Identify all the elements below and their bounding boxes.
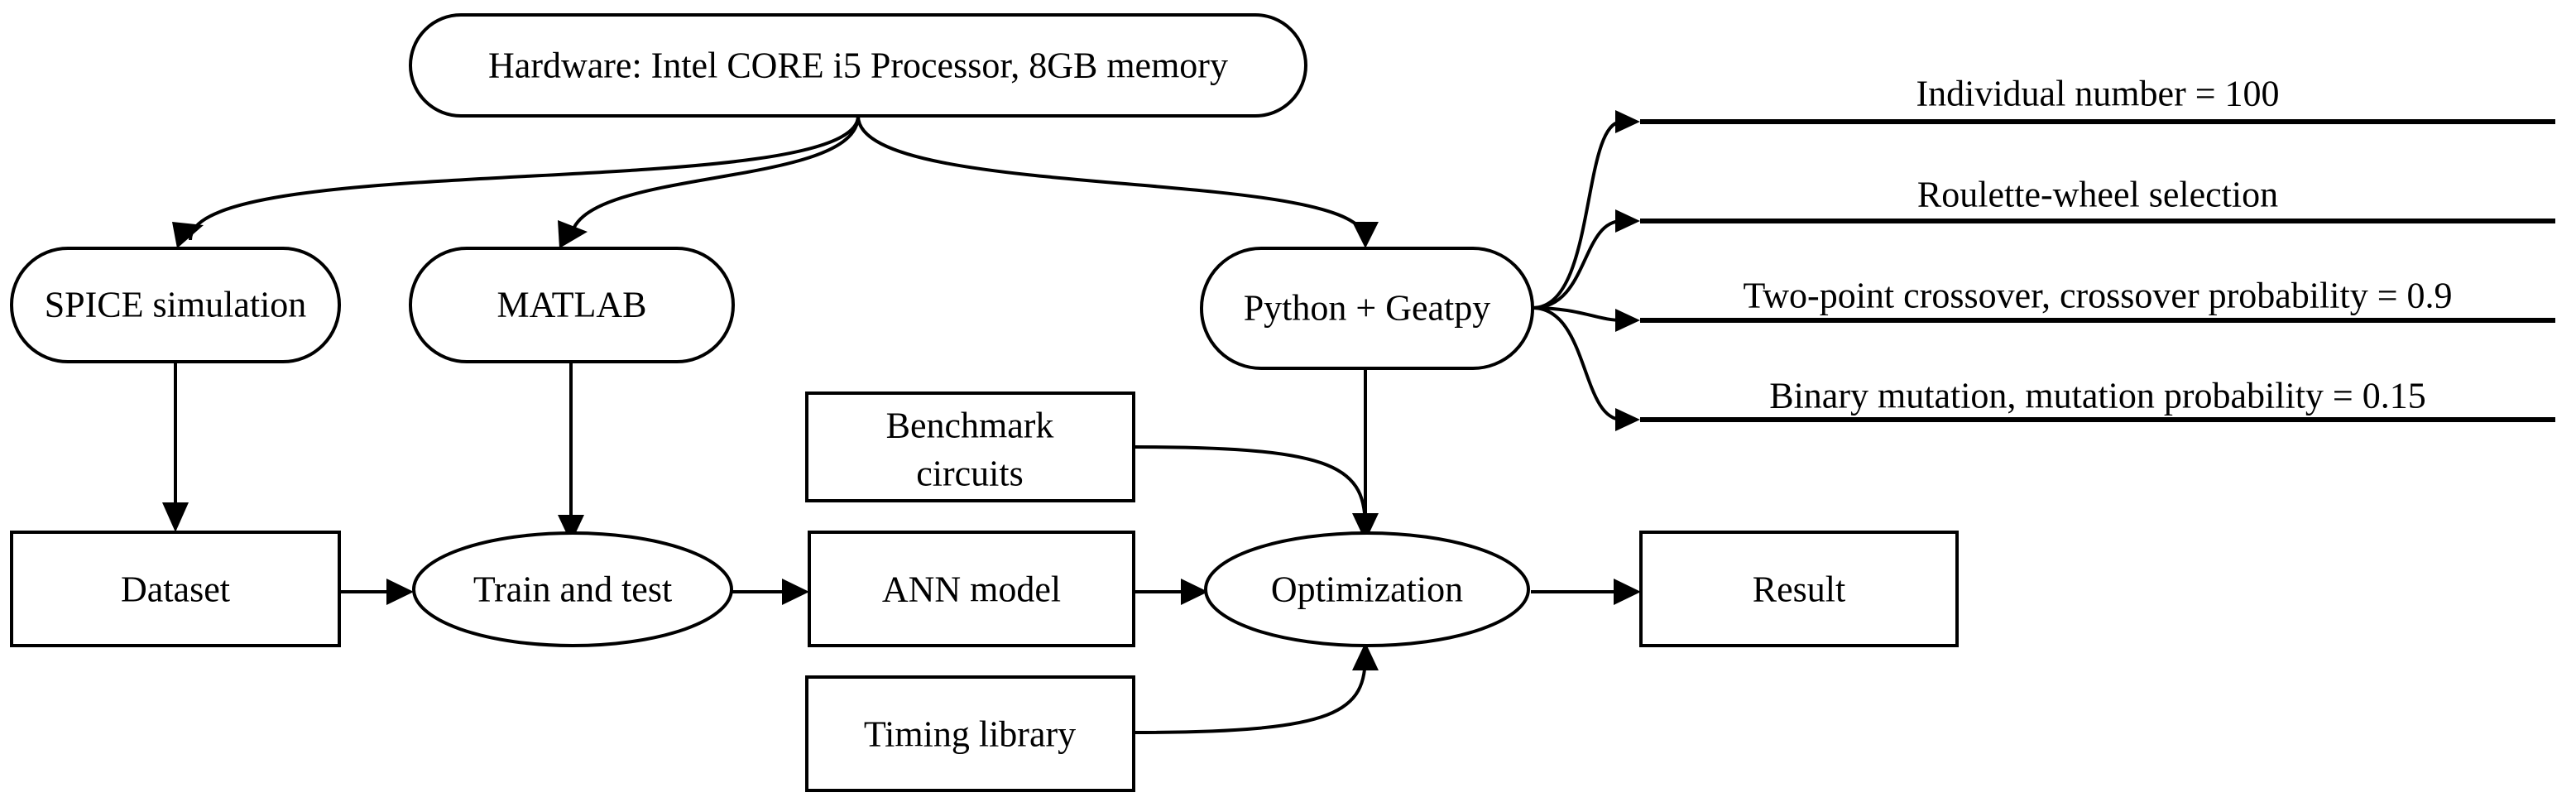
parameter-1-label: Individual number = 100 <box>1916 74 2279 114</box>
benchmark-label-line2: circuits <box>916 454 1024 494</box>
parameter-2: Roulette-wheel selection <box>1640 175 2555 223</box>
arrowhead-result <box>1614 579 1641 605</box>
arrowhead-train-from-dataset <box>386 579 414 605</box>
parameter-3: Two-point crossover, crossover probabili… <box>1640 276 2555 323</box>
node-python-geatpy: Python + Geatpy <box>1200 247 1534 370</box>
edge-hardware-to-matlab <box>569 115 860 241</box>
edge-benchmark-to-optimization <box>1133 445 1367 531</box>
arrowhead-optimization-from-timing <box>1352 642 1379 670</box>
edges <box>174 115 1626 734</box>
node-hardware: Hardware: Intel CORE i5 Processor, 8GB m… <box>409 13 1307 118</box>
edge-timing-to-optimization <box>1133 653 1367 734</box>
node-benchmark-circuits: Benchmark circuits <box>805 391 1135 502</box>
node-spice-simulation: SPICE simulation <box>10 247 341 363</box>
arrowhead-ann <box>782 579 809 605</box>
node-result: Result <box>1639 531 1959 647</box>
spice-label: SPICE simulation <box>45 285 307 325</box>
arrowhead-python <box>1352 222 1379 248</box>
arrowhead-param-3 <box>1615 309 1640 332</box>
arrowhead-param-4 <box>1615 408 1640 431</box>
dataset-label: Dataset <box>121 569 230 610</box>
arrowhead-matlab <box>558 220 588 248</box>
parameter-1: Individual number = 100 <box>1640 74 2555 124</box>
edge-python-to-param-2 <box>1532 219 1623 310</box>
edge-hardware-to-spice <box>189 115 860 241</box>
edge-python-to-param-4 <box>1532 306 1623 421</box>
parameter-4-label: Binary mutation, mutation probability = … <box>1769 376 2426 416</box>
ann-model-label: ANN model <box>882 569 1061 610</box>
node-matlab: MATLAB <box>409 247 735 363</box>
parameter-4: Binary mutation, mutation probability = … <box>1640 376 2555 422</box>
edge-hardware-to-python <box>856 115 1367 241</box>
arrowhead-param-2 <box>1615 209 1640 233</box>
node-train-and-test: Train and test <box>412 531 733 647</box>
node-ann-model: ANN model <box>808 531 1135 647</box>
arrowhead-spice <box>172 222 204 248</box>
edge-python-to-param-3 <box>1532 306 1623 322</box>
hardware-label: Hardware: Intel CORE i5 Processor, 8GB m… <box>488 46 1228 86</box>
edge-python-to-param-1 <box>1532 120 1623 310</box>
timing-library-label: Timing library <box>864 714 1076 755</box>
parameter-3-label: Two-point crossover, crossover probabili… <box>1743 276 2452 316</box>
node-dataset: Dataset <box>10 531 341 647</box>
train-test-label: Train and test <box>473 569 672 610</box>
parameter-2-label: Roulette-wheel selection <box>1917 175 2278 215</box>
arrowhead-optimization-from-python <box>1352 513 1379 541</box>
node-optimization: Optimization <box>1204 531 1530 647</box>
arrowhead-train-from-matlab <box>558 515 584 543</box>
benchmark-label-line1: Benchmark <box>886 406 1054 446</box>
arrowhead-param-1 <box>1615 110 1640 133</box>
result-label: Result <box>1753 569 1845 610</box>
matlab-label: MATLAB <box>497 285 647 325</box>
arrowhead-optimization-from-ann <box>1181 579 1208 605</box>
arrowheads <box>162 110 1641 670</box>
optimization-label: Optimization <box>1271 569 1463 610</box>
arrowhead-dataset <box>162 502 189 532</box>
python-label: Python + Geatpy <box>1244 288 1491 329</box>
node-timing-library: Timing library <box>805 675 1135 792</box>
